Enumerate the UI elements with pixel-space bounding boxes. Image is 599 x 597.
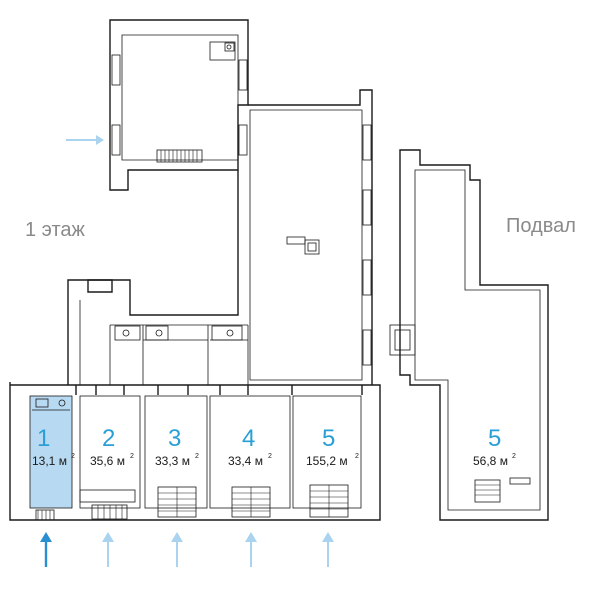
unit-area-sup: 2: [195, 453, 199, 460]
unit-2-door: [79, 489, 136, 520]
floor-label-ground: 1 этаж: [25, 219, 86, 241]
unit-label-2: 2 35,6 м 2: [90, 425, 134, 468]
unit-5-room: [292, 395, 362, 509]
entrance-arrow-5: [322, 532, 334, 567]
unit-area-sup: 2: [71, 453, 75, 460]
basement-stair-icon-2: [474, 477, 531, 503]
column-icon: [286, 236, 320, 255]
sink-icon: [209, 41, 236, 61]
basement-plan: [389, 149, 549, 521]
entrance-arrow-side: [66, 135, 104, 145]
front-units: [9, 382, 381, 521]
staircase-icon: [156, 149, 203, 163]
unit-area: 155,2 м: [306, 454, 348, 468]
entrance-arrow-3: [171, 532, 183, 567]
unit-label-1: 1 13,1 м 2: [32, 425, 75, 468]
unit-number: 4: [242, 425, 255, 452]
unit-number: 3: [168, 425, 181, 452]
floor-label-basement: Подвал: [506, 215, 576, 237]
unit-area: 56,8 м: [473, 454, 508, 468]
unit-label-5: 5 155,2 м 2: [306, 425, 359, 468]
unit-3-room: [144, 395, 208, 509]
unit-label-4: 4 33,4 м 2: [228, 425, 272, 468]
unit-number: 2: [102, 425, 115, 452]
unit-3-door: [157, 486, 197, 518]
unit-5-door: [309, 484, 349, 518]
basement-stair-icon: [389, 324, 416, 356]
unit-area: 35,6 м: [90, 454, 125, 468]
entrance-arrow-1: [40, 532, 52, 567]
unit-4-door: [231, 486, 271, 518]
unit-label-basement-5: 5 56,8 м 2: [473, 425, 516, 468]
unit-4-room: [209, 395, 291, 509]
main-hall: [249, 109, 372, 381]
upper-room: [109, 19, 249, 191]
unit-area-sup: 2: [268, 453, 272, 460]
entrance-arrow-2: [102, 532, 114, 567]
unit-label-3: 3 33,3 м 2: [155, 425, 199, 468]
unit-area: 33,3 м: [155, 454, 190, 468]
unit-2-room: [79, 395, 141, 509]
unit-area: 33,4 м: [228, 454, 263, 468]
unit-number: 5: [322, 425, 335, 452]
entrance-arrow-4: [245, 532, 257, 567]
service-rooms: [79, 279, 249, 385]
unit-area-sup: 2: [355, 453, 359, 460]
unit-area: 13,1 м: [32, 454, 67, 468]
unit-number: 5: [488, 425, 501, 452]
unit-area-sup: 2: [130, 453, 134, 460]
unit-number: 1: [37, 425, 50, 452]
unit-area-sup: 2: [512, 453, 516, 460]
unit-1-room: [29, 395, 73, 521]
